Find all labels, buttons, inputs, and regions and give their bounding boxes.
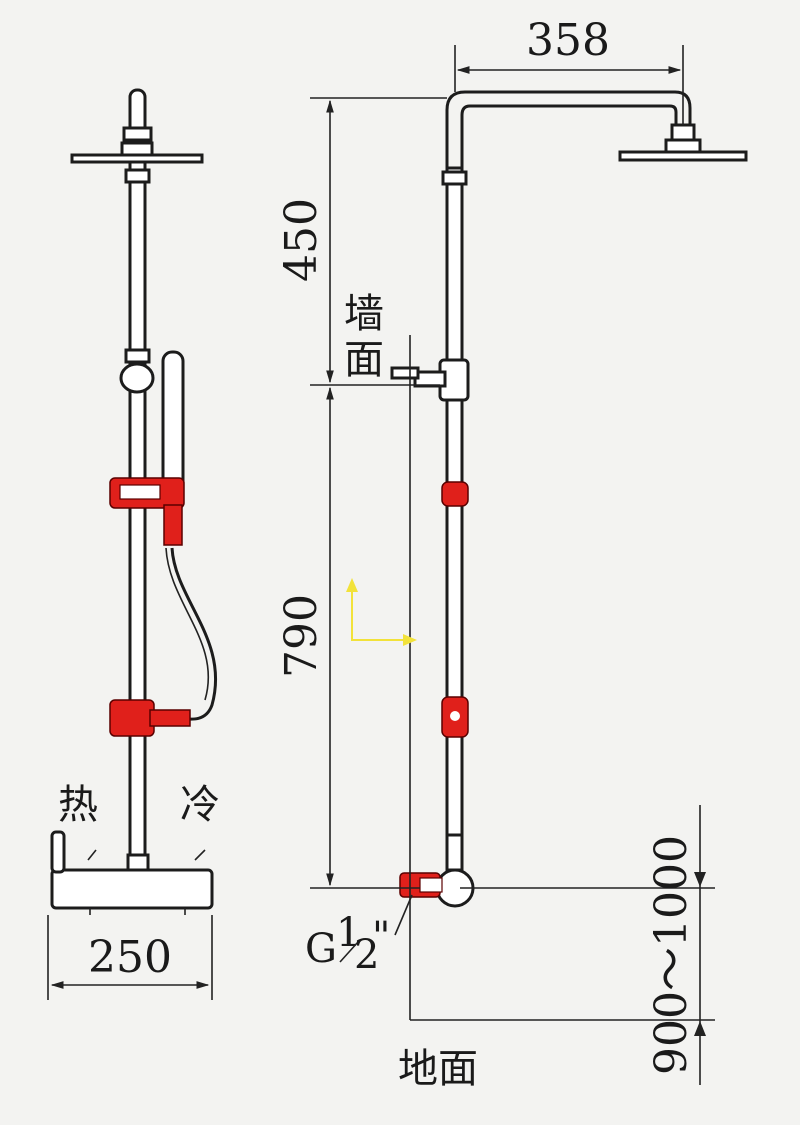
- head-reach-dimension: 358: [526, 15, 610, 66]
- lower-height-dimension: 790: [276, 594, 327, 678]
- side-upper-red-holder: [441, 481, 469, 507]
- hot-label: 热: [58, 782, 98, 828]
- front-lower-bracket: [109, 699, 155, 737]
- front-riser: [128, 160, 147, 864]
- wall-label: 墙面: [337, 292, 383, 384]
- floor-label: 地面: [398, 1046, 478, 1092]
- base-width-dimension: 250: [88, 932, 172, 983]
- svg-text:G: G: [305, 926, 337, 972]
- svg-text:": ": [372, 914, 390, 960]
- front-view: 250 热 冷: [47, 88, 220, 1000]
- cold-label: 冷: [180, 782, 220, 828]
- front-mixer-body: [50, 868, 214, 910]
- svg-text:2: 2: [354, 932, 379, 978]
- side-top-arm: [445, 90, 692, 175]
- floor-height-dimension: 900～1000: [646, 835, 697, 1075]
- upper-height-dimension: 450: [276, 198, 327, 282]
- svg-text:1: 1: [336, 910, 361, 956]
- front-diverter: [119, 362, 155, 394]
- side-riser: [445, 166, 464, 870]
- thread-label: G 1 2 ": [305, 910, 390, 978]
- side-view: 358 450 790 900～1000 墙面 G 1 2 " 地面: [276, 15, 748, 1092]
- axis-marker: [351, 590, 415, 641]
- front-hose: [170, 547, 218, 721]
